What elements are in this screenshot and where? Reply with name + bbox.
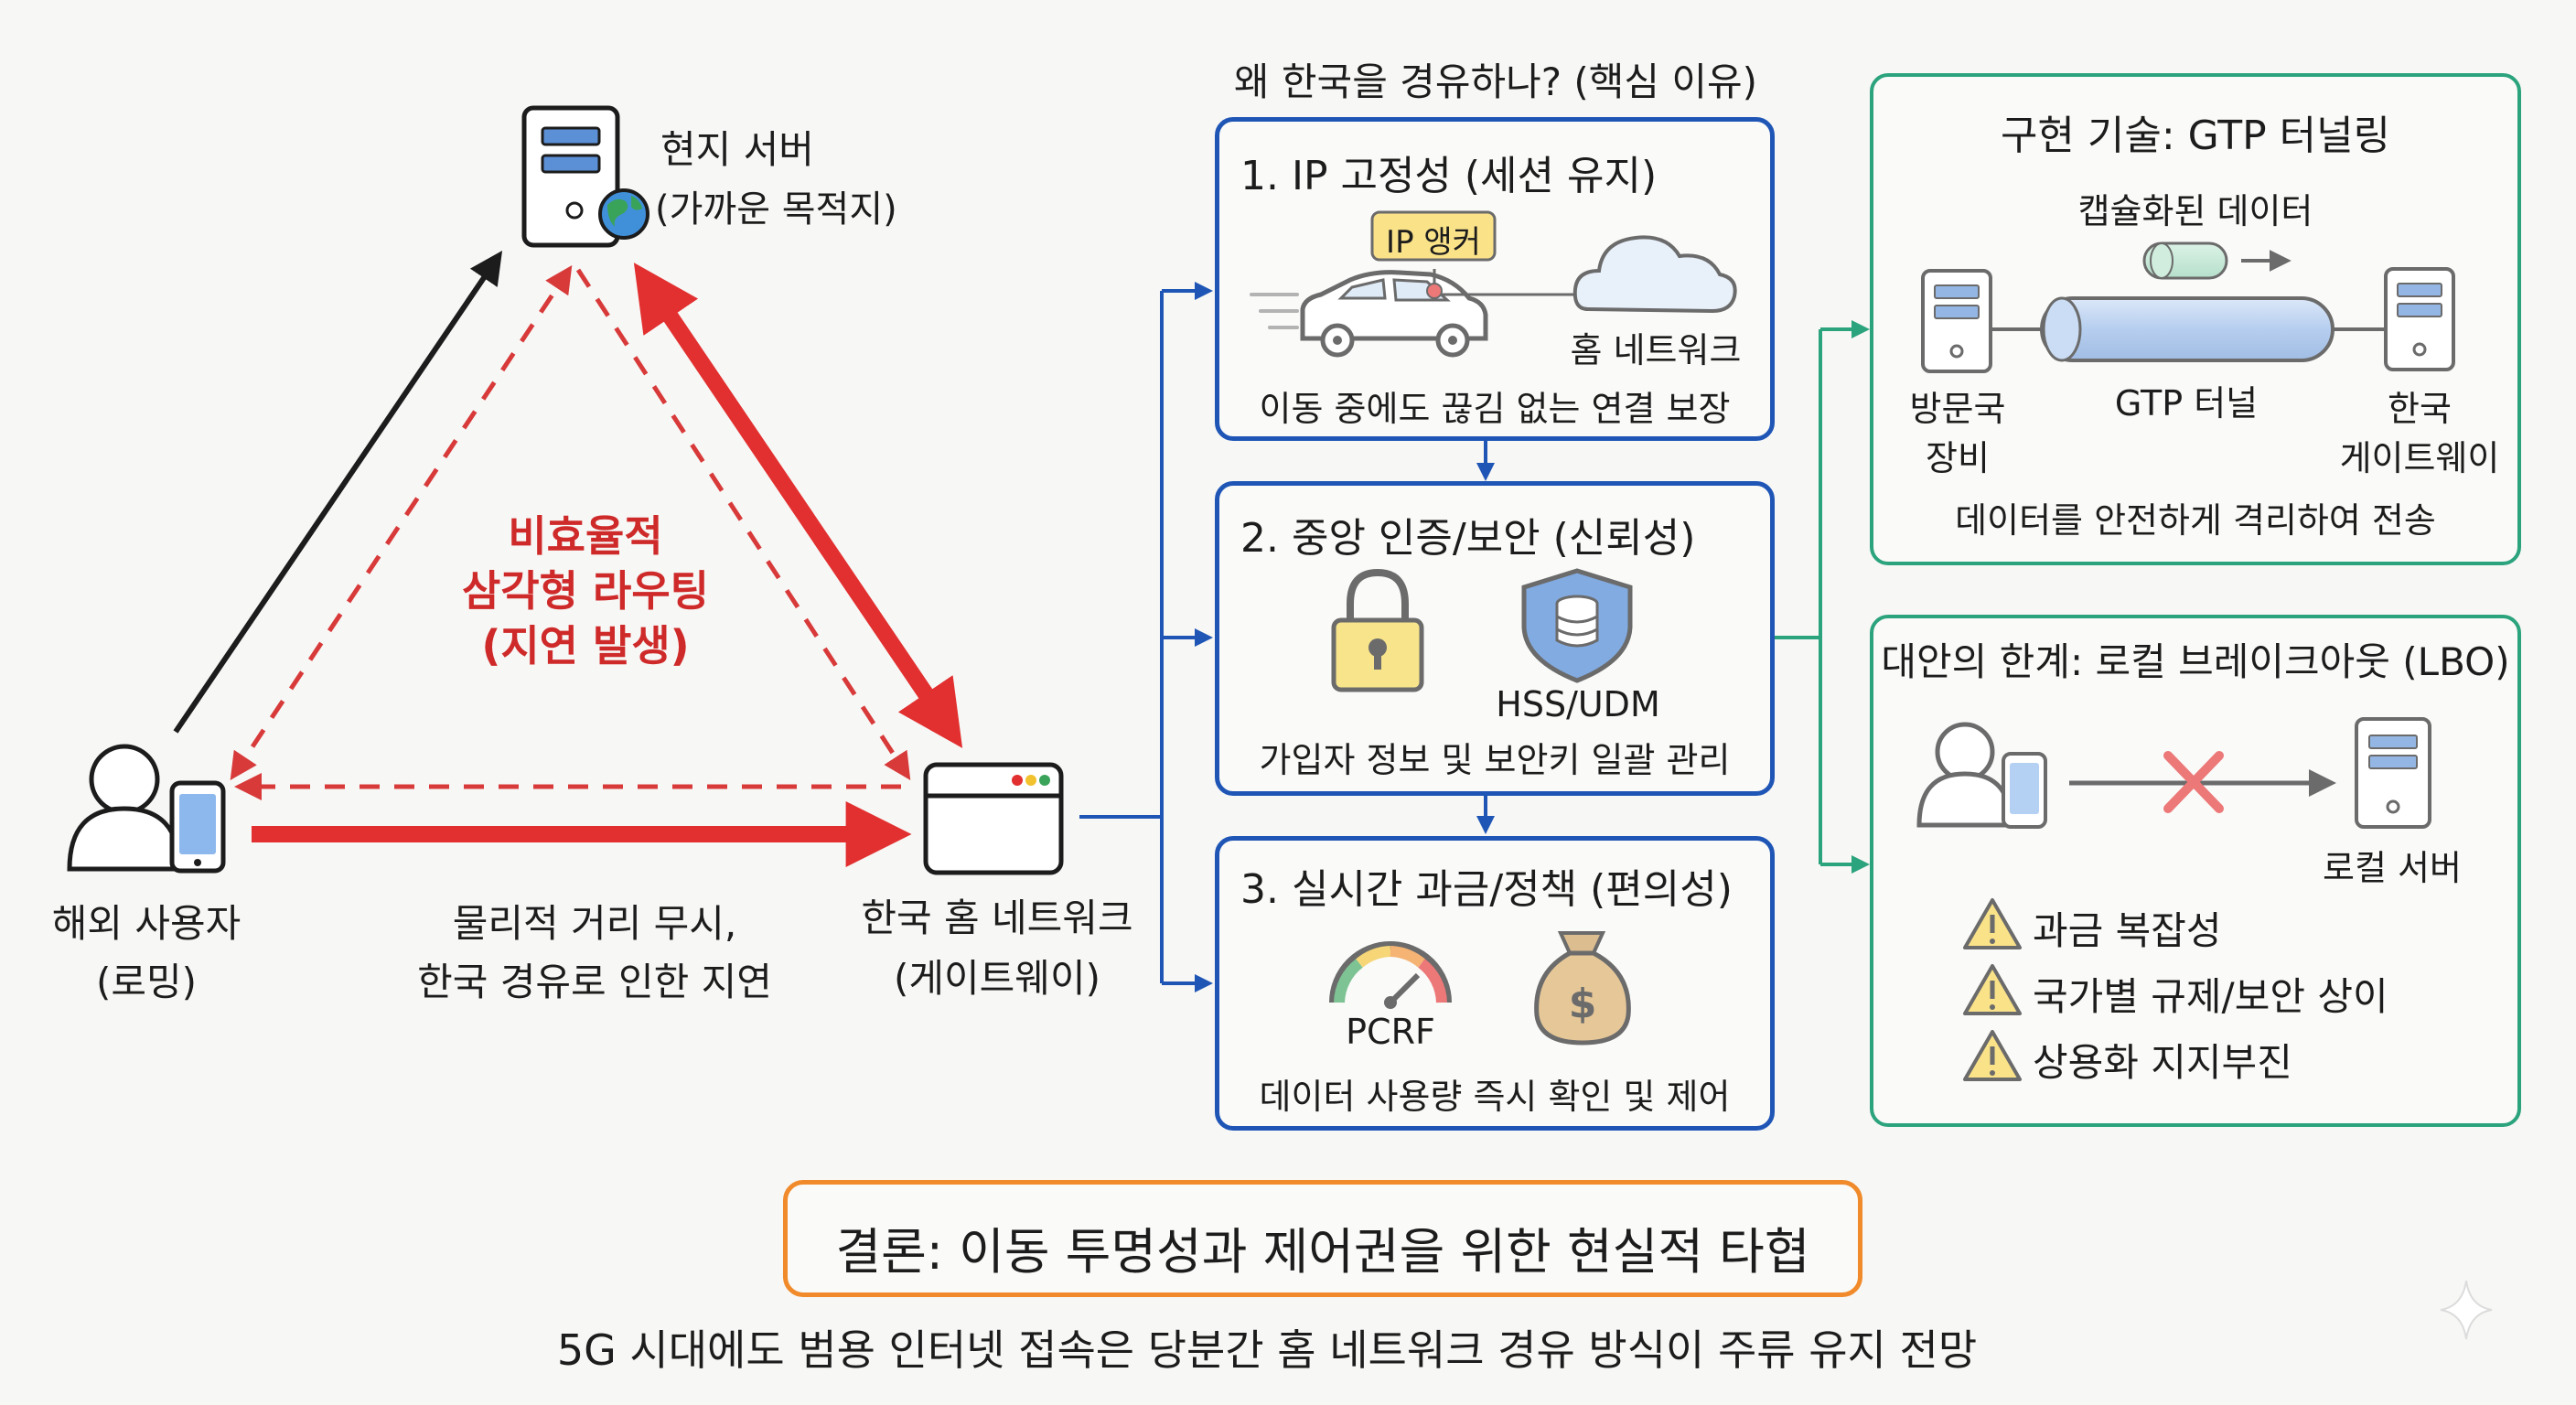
gtp-title: 구현 기술: GTP 터널링 — [2000, 113, 2391, 159]
cloud-label: 홈 네트워크 — [1570, 330, 1742, 370]
gauge-icon — [1329, 941, 1452, 1009]
box2-caption: 가입자 정보 및 보안키 일괄 관리 — [1259, 740, 1731, 780]
lbo-title: 대안의 한계: 로컬 브레이크아웃 (LBO) — [1881, 639, 2510, 684]
korea-gateway-label2: 게이트웨이 — [2339, 438, 2500, 478]
gtp-tunnel-label: GTP 터널 — [2114, 383, 2259, 424]
lbo-server-label: 로컬 서버 — [2323, 848, 2462, 888]
warning-icon — [1963, 964, 2022, 1015]
overseas-user-title: 해외 사용자 — [51, 901, 242, 946]
ip-anchor-pin-icon — [1370, 210, 1497, 299]
box1-caption: 이동 중에도 끊김 없는 연결 보장 — [1259, 389, 1731, 429]
gtp-caption: 데이터를 안전하게 격리하여 전송 — [1955, 500, 2436, 541]
local-server-icon — [521, 105, 649, 248]
gtp-tunneling-box — [1870, 73, 2521, 565]
local-server-subtitle: (가까운 목적지) — [655, 188, 897, 231]
overseas-user-icon — [67, 744, 226, 874]
lbo-warning-2: 국가별 규제/보안 상이 — [2033, 974, 2388, 1019]
conclusion-title: 결론: 이동 투명성과 제어권을 위한 현실적 타협 — [835, 1223, 1810, 1281]
box1-title: 1. IP 고정성 (세션 유지) — [1240, 153, 1658, 199]
visited-equipment-label2: 장비 — [1926, 438, 1990, 478]
overseas-user-subtitle: (로밍) — [95, 960, 198, 1004]
capsule-label: 캡슐화된 데이터 — [2077, 191, 2313, 231]
middle-heading: 왜 한국을 경유하나? (핵심 이유) — [1233, 59, 1758, 104]
home-network-title: 한국 홈 네트워크 — [861, 896, 1133, 940]
distance-note-line2: 한국 경유로 인한 지연 — [417, 960, 772, 1004]
ip-anchor-label: IP 앵커 — [1386, 224, 1481, 261]
home-network-subtitle: (게이트웨이) — [894, 956, 1100, 1001]
box2-title: 2. 중앙 인증/보안 (신뢰성) — [1240, 515, 1696, 562]
shield-database-icon — [1521, 568, 1633, 683]
realtime-billing-box — [1215, 836, 1775, 1131]
capsule-data-icon — [2142, 241, 2228, 280]
lbo-user-icon — [1916, 722, 2047, 829]
local-server-title: 현지 서버 — [660, 127, 814, 172]
home-to-server-red-arrow — [633, 263, 963, 748]
box3-title: 3. 실시간 과금/정책 (편의성) — [1240, 866, 1733, 913]
visited-equipment-label1: 방문국 — [1909, 389, 2006, 429]
inefficient-line1: 비효율적 — [508, 511, 663, 561]
lbo-warning-1: 과금 복잡성 — [2033, 908, 2222, 953]
speed-lines-icon — [1250, 293, 1299, 329]
blocked-x-icon — [2163, 751, 2224, 813]
korea-gateway-server-icon — [2384, 267, 2455, 371]
distance-note-line1: 물리적 거리 무시, — [452, 901, 737, 946]
green-connectors — [1773, 320, 1870, 874]
warning-icon — [1963, 898, 2022, 949]
gauge-label: PCRF — [1346, 1012, 1435, 1052]
cloud-icon — [1572, 235, 1737, 314]
inefficient-line3: (지연 발생) — [481, 621, 690, 670]
local-server-lbo-icon — [2355, 717, 2431, 829]
money-bag-icon: $ — [1534, 931, 1631, 1046]
svg-text:$: $ — [1569, 981, 1597, 1027]
blue-connectors — [1079, 282, 1495, 992]
conclusion-subtitle: 5G 시대에도 범용 인터넷 접속은 당분간 홈 네트워크 경유 방식이 주류 … — [556, 1325, 1978, 1375]
visited-equipment-server-icon — [1921, 269, 1992, 373]
korea-gateway-label1: 한국 — [2388, 389, 2452, 429]
conclusion-box — [783, 1180, 1862, 1297]
inefficient-line2: 삼각형 라우팅 — [462, 566, 709, 616]
sparkle-icon — [2440, 1280, 2493, 1340]
warning-icon — [1963, 1030, 2022, 1081]
ip-fixity-box — [1215, 117, 1775, 441]
central-auth-box — [1215, 481, 1775, 796]
shield-label: HSS/UDM — [1496, 684, 1660, 724]
box3-caption: 데이터 사용량 즉시 확인 및 제어 — [1259, 1077, 1731, 1117]
inefficient-routing-label: 비효율적 삼각형 라우팅 (지연 발생) — [402, 509, 768, 673]
lbo-limits-box — [1870, 615, 2521, 1127]
padlock-icon — [1331, 568, 1424, 692]
home-network-icon — [923, 762, 1064, 875]
lbo-warning-3: 상용화 지지부진 — [2033, 1040, 2292, 1085]
gtp-tunnel-tube-icon — [1992, 296, 2384, 362]
